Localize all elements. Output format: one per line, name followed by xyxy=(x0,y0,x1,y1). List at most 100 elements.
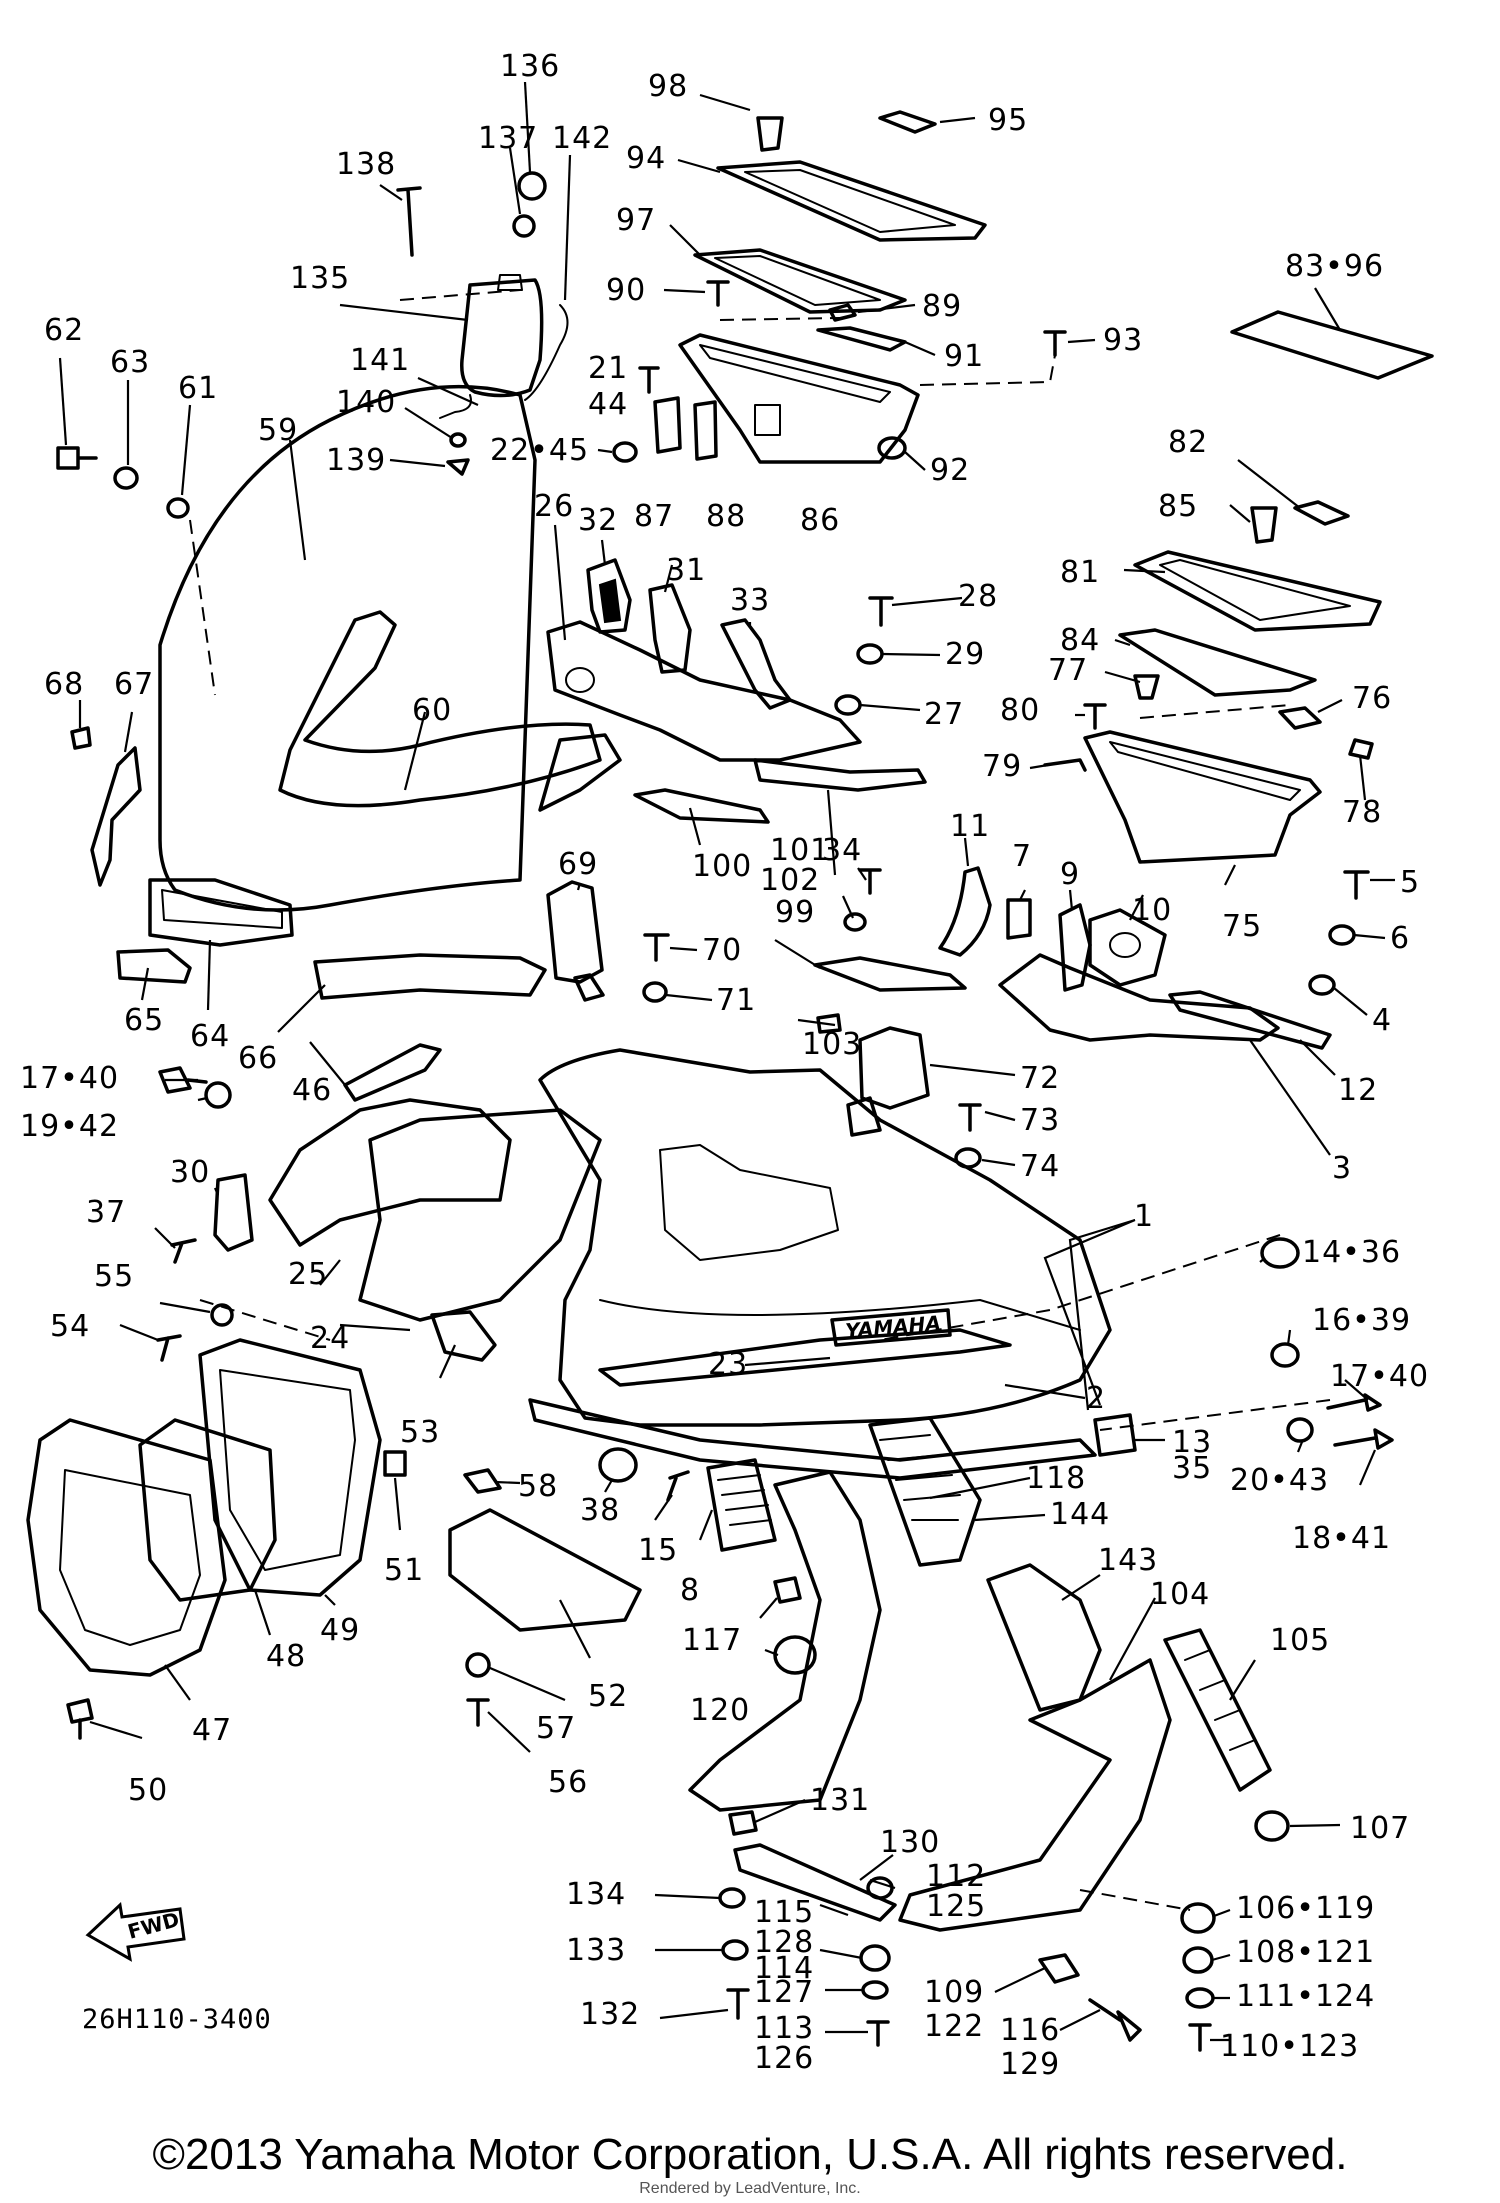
meter-housing-75-lip xyxy=(1109,741,1301,801)
panel-8-ribs xyxy=(717,1474,772,1526)
callout-20-43: 20•43 xyxy=(1230,1463,1329,1498)
callout-85: 85 xyxy=(1158,489,1198,524)
centerline-h xyxy=(1139,704,1291,719)
screw-93 xyxy=(1043,330,1067,357)
mirror-72 xyxy=(858,1026,930,1110)
strip-91 xyxy=(816,326,907,352)
grommet-92 xyxy=(877,436,907,460)
bracket-34 xyxy=(753,758,927,792)
copyright-notice: ©2013 Yamaha Motor Corporation, U.S.A. A… xyxy=(152,2130,1348,2179)
callout-109: 109 xyxy=(924,1975,984,2010)
callout-4: 4 xyxy=(1372,1003,1392,1038)
cover-31 xyxy=(648,583,692,674)
callout-98: 98 xyxy=(648,69,688,104)
meter-cover-81 xyxy=(1133,550,1382,632)
upper-cowl-1 xyxy=(538,1048,1112,1427)
callout-74: 74 xyxy=(1020,1149,1060,1184)
callout-50: 50 xyxy=(128,1773,168,1808)
cap-136 xyxy=(517,171,547,201)
screw-56 xyxy=(466,1698,490,1727)
screw-37 xyxy=(170,1238,197,1264)
washer-63 xyxy=(113,466,139,490)
grommet-98 xyxy=(756,116,784,152)
callout-51: 51 xyxy=(384,1553,424,1588)
housing-window-86 xyxy=(754,404,781,436)
panel-10 xyxy=(1088,908,1167,987)
callout-120: 120 xyxy=(690,1693,750,1728)
callout-53: 53 xyxy=(400,1415,440,1450)
callout-117: 117 xyxy=(682,1623,742,1658)
bracket-strip-60b xyxy=(538,733,622,812)
screw-54 xyxy=(156,1334,182,1362)
screw-68 xyxy=(70,726,92,750)
trim-46 xyxy=(343,1043,442,1102)
bolt-18-41 xyxy=(1333,1428,1394,1450)
callout-133: 133 xyxy=(566,1933,626,1968)
duct-9 xyxy=(1058,903,1092,992)
callout-126: 126 xyxy=(754,2041,814,2076)
duct-53 xyxy=(430,1310,497,1362)
strip-66 xyxy=(313,953,547,1000)
grille-105-ribs xyxy=(1184,1649,1256,1751)
callout-19-42: 19•42 xyxy=(20,1109,119,1144)
screw-5 xyxy=(1343,870,1370,900)
cover-32-dark xyxy=(598,578,622,624)
plate-88 xyxy=(693,400,718,461)
callout-2: 2 xyxy=(1086,1381,1106,1416)
grommet-77 xyxy=(1133,674,1160,700)
callout-99: 99 xyxy=(775,895,815,930)
yamaha-emblem-box xyxy=(830,1308,952,1347)
mirror-69-stem xyxy=(573,973,605,1002)
callout-27: 27 xyxy=(924,697,964,732)
centerline-a xyxy=(189,519,216,696)
callout-46: 46 xyxy=(292,1073,332,1108)
callout-88: 88 xyxy=(706,499,746,534)
callout-23: 23 xyxy=(708,1347,748,1382)
reservoir-hose-142 xyxy=(524,304,569,401)
callout-15: 15 xyxy=(638,1533,678,1568)
lower-cowl-104 xyxy=(898,1658,1172,1932)
inner-panel-26 xyxy=(546,620,862,762)
callout-44: 44 xyxy=(588,387,628,422)
callout-80: 80 xyxy=(1000,693,1040,728)
callout-32: 32 xyxy=(578,503,618,538)
frame-47-inner xyxy=(59,1469,201,1646)
callout-17-40b: 17•40 xyxy=(1330,1359,1429,1394)
screw-132 xyxy=(726,1988,750,2020)
reservoir-tank-135 xyxy=(460,278,544,398)
callout-94: 94 xyxy=(626,141,666,176)
washer-22-45 xyxy=(612,441,638,463)
washer-27 xyxy=(834,694,862,716)
callout-92: 92 xyxy=(930,453,970,488)
callout-128: 128 xyxy=(754,1925,814,1960)
callout-72: 72 xyxy=(1020,1061,1060,1096)
screw-79 xyxy=(1043,758,1087,772)
meter-cover-84 xyxy=(1118,628,1317,697)
callout-13: 13 xyxy=(1172,1425,1212,1460)
callout-116-129: 116 129 xyxy=(1000,2013,1071,2082)
callout-3: 3 xyxy=(1332,1151,1352,1186)
centerline-d xyxy=(1079,1889,1191,1911)
side-trim-67 xyxy=(90,746,142,887)
screw-50 xyxy=(66,1698,94,1740)
clip-89 xyxy=(828,303,857,322)
grommet-14-36 xyxy=(1260,1237,1300,1269)
upper-cowl-1-inner xyxy=(599,1299,1081,1331)
callout-31: 31 xyxy=(666,553,706,588)
meter-housing-75 xyxy=(1083,730,1322,864)
strip-12 xyxy=(1168,990,1332,1050)
screw-28 xyxy=(868,596,894,627)
centerline-i xyxy=(199,1299,331,1341)
clip-78 xyxy=(1348,738,1374,760)
callout-130: 130 xyxy=(880,1825,940,1860)
hose-11 xyxy=(938,866,992,957)
callout-24: 24 xyxy=(310,1321,350,1356)
callout-105: 105 xyxy=(1270,1623,1330,1658)
washer-134 xyxy=(718,1887,746,1909)
callout-49: 49 xyxy=(320,1613,360,1648)
callout-52: 52 xyxy=(588,1679,628,1714)
washer-55 xyxy=(210,1303,234,1327)
callout-67: 67 xyxy=(114,667,154,702)
